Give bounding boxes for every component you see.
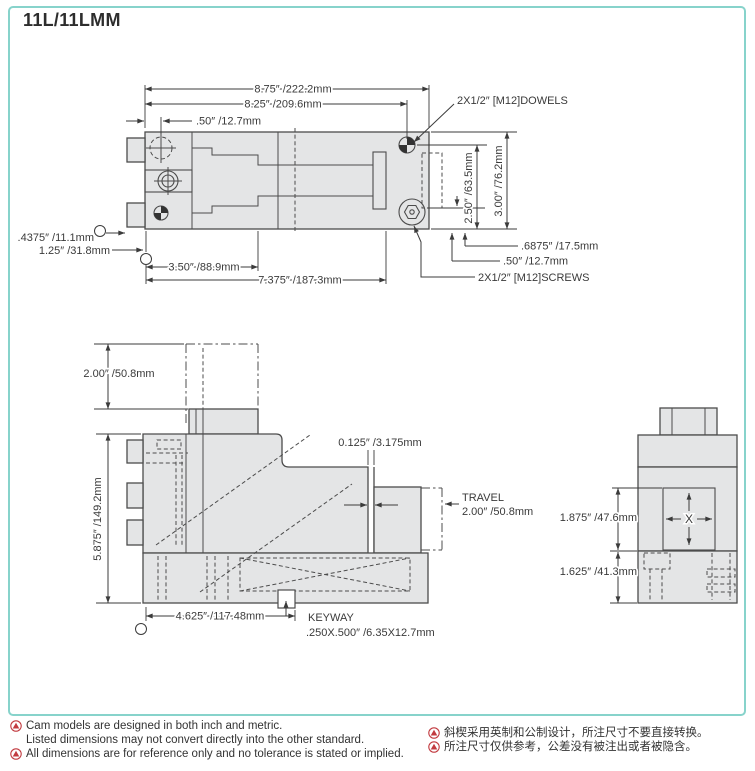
top-view: 8.75″ /222.2mm 8.25″ /209.6mm .50″ /12.7… <box>16 82 600 289</box>
note-en-1: Cam models are designed in both inch and… <box>10 719 428 733</box>
technical-drawing: 8.75″ /222.2mm 8.25″ /209.6mm .50″ /12.7… <box>16 82 738 641</box>
hidden-feature <box>421 152 443 209</box>
note-text: 斜楔采用英制和公制设计，所注尺寸不要直接转换。 <box>444 727 709 739</box>
top-view-left-tab-1 <box>126 137 146 163</box>
side-tab-1 <box>126 439 144 464</box>
end-view-dimensions: 1.875″ /47.6mm 1.625″ /41.3mm <box>558 487 662 604</box>
warning-icon <box>10 748 22 761</box>
dim-keyway-pos: 4.625″ /117.48mm <box>176 611 265 623</box>
hidden-cavity <box>239 557 411 592</box>
follower-plate <box>373 486 422 554</box>
page-title: 11L/11LMM <box>23 10 121 30</box>
side-view-dimensions: 2.00″ /50.8mm 5.875″ /149.2mm 0.125″ /3.… <box>82 343 535 641</box>
dim-overall-height: 3.00″ /76.2mm <box>493 145 505 216</box>
dim-step: 3.50″ /88.9mm <box>168 262 239 274</box>
hidden-details <box>146 434 411 601</box>
dowel-symbol-right <box>398 136 416 154</box>
top-view-left-tab-2 <box>126 202 146 228</box>
note-en-3: All dimensions are for reference only an… <box>10 747 428 761</box>
end-upper-block <box>637 434 738 468</box>
dim-dowel-inset: .50″ /12.7mm <box>196 116 261 128</box>
dim-screw-inset: .50″ /12.7mm <box>503 256 568 268</box>
x-dimension-marker: X <box>666 493 712 545</box>
dim-slot: 7.375″ /187.3mm <box>258 275 341 287</box>
dim-travel: 2.00″ /50.8mm <box>462 506 533 518</box>
driver-top-block <box>188 408 259 435</box>
label-dowels: 2X1/2″ [M12]DOWELS <box>457 95 568 107</box>
dim-screw-edge: .6875″ /17.5mm <box>521 241 598 253</box>
note-text: Cam models are designed in both inch and… <box>26 720 283 732</box>
warning-icon <box>428 727 440 739</box>
footer-notes: Cam models are designed in both inch and… <box>10 719 750 762</box>
balloon-callout <box>140 253 152 265</box>
socket-screw <box>398 198 426 226</box>
boss-hole <box>144 167 193 195</box>
dim-lower: 1.625″ /41.3mm <box>560 566 637 578</box>
dim-overall-width: 8.75″ /222.2mm <box>254 84 331 96</box>
note-text: All dimensions are for reference only an… <box>26 748 404 761</box>
side-tab-2 <box>126 482 144 509</box>
side-view-body <box>142 433 369 554</box>
dim-gap: 0.125″ /3.175mm <box>338 437 421 449</box>
note-zh-1: 斜楔采用英制和公制设计，所注尺寸不要直接转换。 <box>428 726 750 740</box>
dim-to-dowel: 8.25″ /209.6mm <box>244 99 321 111</box>
travel-phantom-right <box>421 487 443 551</box>
end-main-body <box>637 466 738 552</box>
wedge-diagonal <box>155 434 311 546</box>
dim-dowel-height: 2.50″ /63.5mm <box>463 152 475 223</box>
end-view: X 1.875″ /47.6mm 1.625″ /41.3mm <box>558 407 738 604</box>
dim-upper: 1.875″ /47.6mm <box>560 512 637 524</box>
label-travel: TRAVEL <box>462 492 504 504</box>
dim-travel-height: 2.00″ /50.8mm <box>83 368 154 380</box>
dim-left-offset: 1.25″ /31.8mm <box>39 245 110 257</box>
warning-icon <box>428 741 440 753</box>
note-zh-2: 所注尺寸仅供参考，公差没有被注出或者被隐含。 <box>428 740 750 754</box>
hidden-dowel-hole <box>146 133 176 163</box>
top-view-slot <box>372 151 387 210</box>
label-screws: 2X1/2″ [M12]SCREWS <box>478 272 590 284</box>
end-top-block <box>659 407 718 436</box>
wedge-diagonal <box>199 483 353 593</box>
top-view-dimensions: 8.75″ /222.2mm 8.25″ /209.6mm .50″ /12.7… <box>16 82 600 289</box>
dim-tab-offset: .4375″ /11.1mm <box>18 232 94 244</box>
label-keyway: KEYWAY <box>308 612 355 624</box>
end-base <box>637 550 738 604</box>
note-en-2: Listed dimensions may not convert direct… <box>10 733 428 747</box>
side-tab-3 <box>126 519 144 546</box>
end-hidden-details <box>643 552 736 600</box>
warning-icon <box>10 720 22 732</box>
end-inner-pocket <box>662 487 716 551</box>
balloon-callout <box>94 225 106 237</box>
notes-english: Cam models are designed in both inch and… <box>10 719 428 762</box>
dim-body-height: 5.875″ /149.2mm <box>92 477 104 560</box>
dim-keyway-size: .250X.500″ /6.35X12.7mm <box>306 627 435 639</box>
balloon-callout <box>135 623 147 635</box>
note-text: 所注尺寸仅供参考，公差没有被注出或者被隐含。 <box>444 741 697 754</box>
note-text: Listed dimensions may not convert direct… <box>26 734 365 747</box>
notes-chinese: 斜楔采用英制和公制设计，所注尺寸不要直接转换。 所注尺寸仅供参考，公差没有被注出… <box>428 719 750 762</box>
dowel-symbol-left <box>153 205 169 221</box>
label-x: X <box>685 512 693 526</box>
side-view: 2.00″ /50.8mm 5.875″ /149.2mm 0.125″ /3.… <box>82 343 535 641</box>
